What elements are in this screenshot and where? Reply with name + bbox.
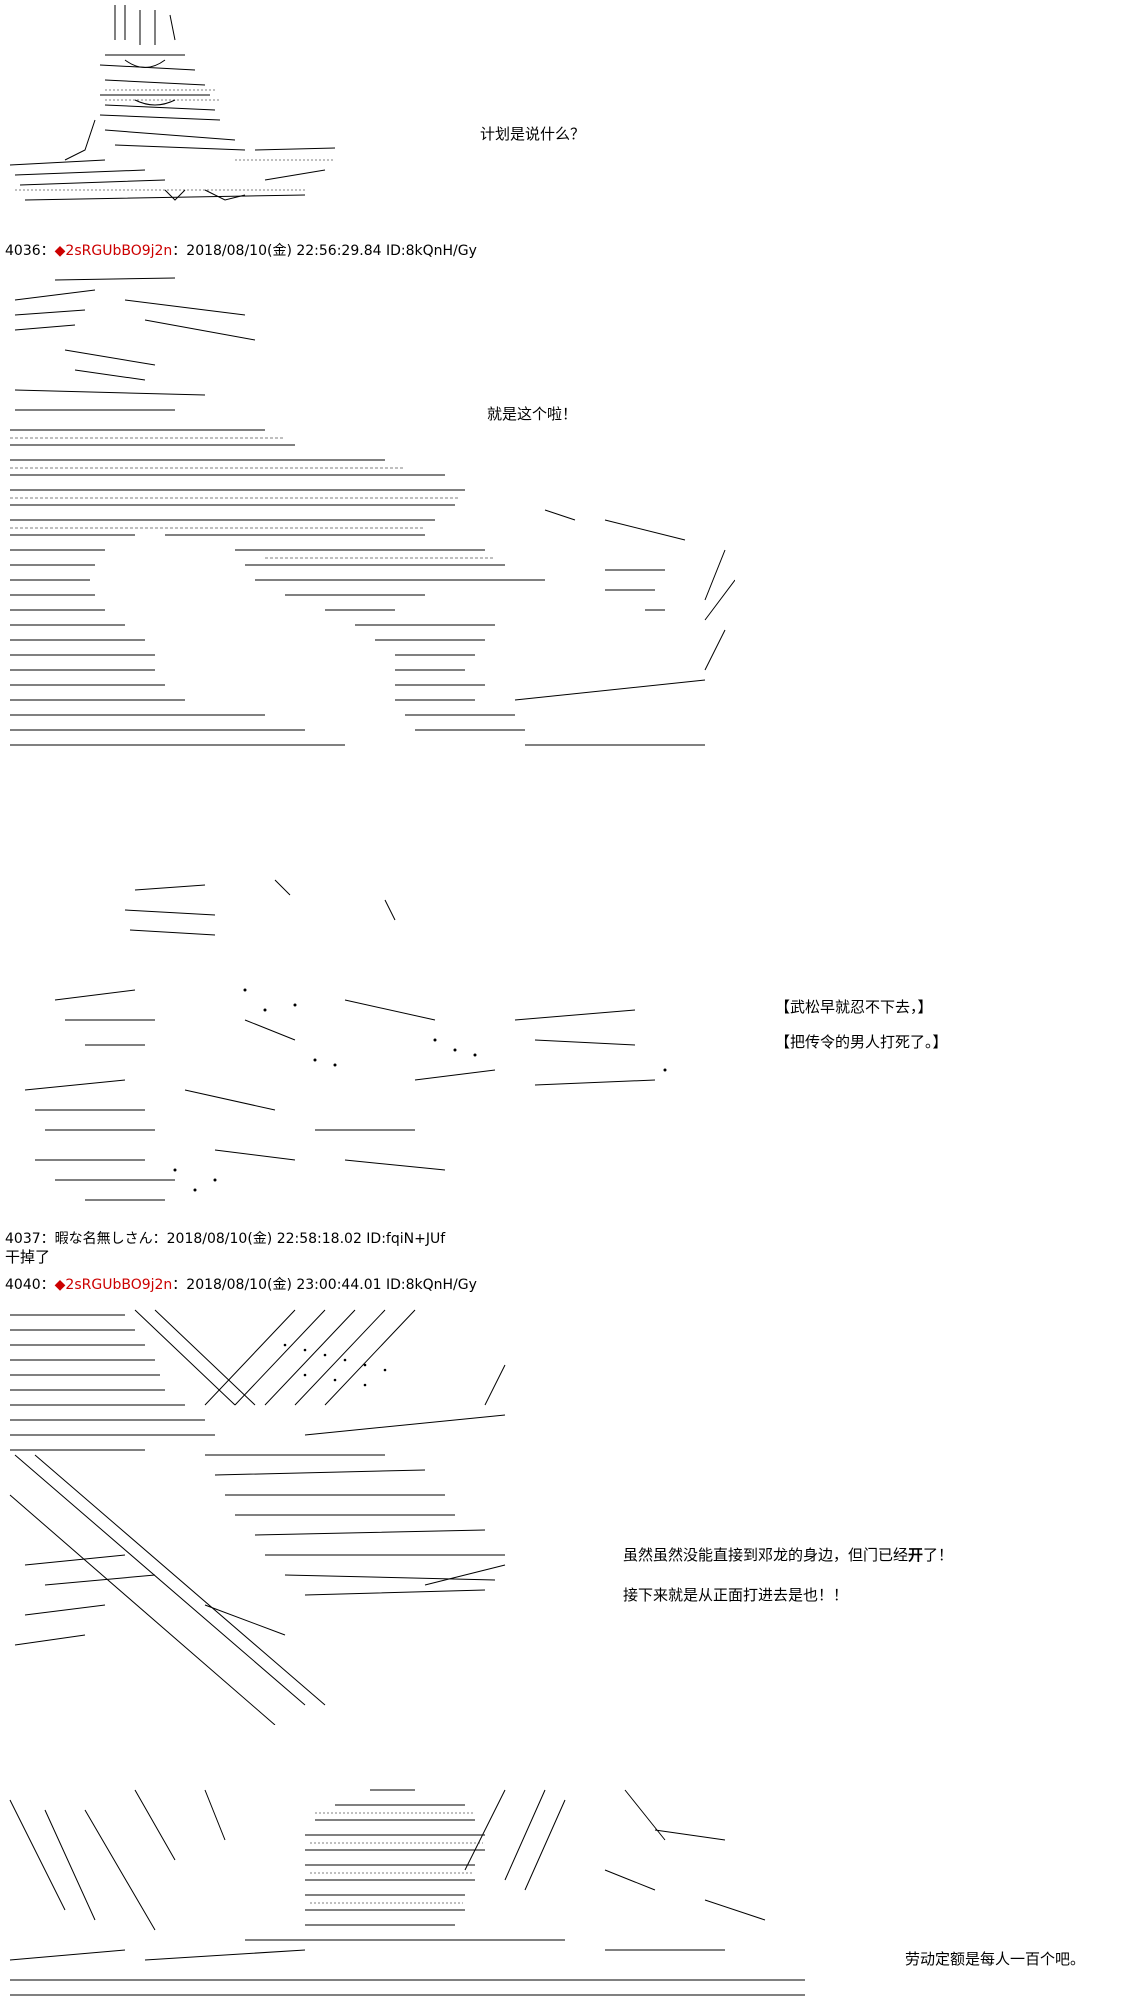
speech-killed-messenger: 【把传令的男人打死了。】	[775, 1033, 948, 1051]
post-date: ：2018/08/10(金) 23:00:44.01 ID:8kQnH/Gy	[172, 1277, 477, 1293]
speech-gate-open: 虽然虽然没能直接到邓龙的身边，但门已经开了！	[623, 1546, 953, 1565]
speech-gate-open-end: 了！	[923, 1546, 954, 1564]
speech-gate-open-emph: 开	[908, 1546, 924, 1564]
poster-name[interactable]: 2sRGUbBO9j2n	[65, 1277, 173, 1293]
speech-this-is-it: 就是这个啦！	[487, 405, 578, 423]
speech-plan-question: 计划是说什么？	[480, 125, 586, 143]
post-number: 4037	[5, 1231, 41, 1247]
post-comment-4037: 干掉了	[5, 1248, 51, 1266]
speech-charge-front: 接下来就是从正面打进去是也！！	[623, 1586, 849, 1604]
post-header-4037: 4037：暇な名無しさん：2018/08/10(金) 22:58:18.02 I…	[5, 1231, 445, 1248]
ascii-art-monk	[5, 0, 345, 215]
ascii-art-gate	[5, 1305, 525, 1725]
ascii-art-explosion	[15, 870, 695, 1210]
poster-name[interactable]: 2sRGUbBO9j2n	[65, 243, 173, 259]
post-header-4036: 4036：◆2sRGUbBO9j2n：2018/08/10(金) 22:56:2…	[5, 243, 477, 260]
trip-diamond-icon: ◆	[54, 1277, 66, 1293]
ascii-art-character	[5, 270, 735, 840]
post-header-4040: 4040：◆2sRGUbBO9j2n：2018/08/10(金) 23:00:4…	[5, 1277, 477, 1294]
post-date: ：2018/08/10(金) 22:56:29.84 ID:8kQnH/Gy	[172, 243, 477, 259]
post-date: ：2018/08/10(金) 22:58:18.02 ID:fqiN+JUf	[152, 1231, 446, 1247]
post-number: 4036	[5, 243, 41, 259]
post-number: 4040	[5, 1277, 41, 1293]
post-separator: ：	[40, 243, 55, 259]
ascii-art-fortress	[5, 1780, 820, 2000]
trip-diamond-icon: ◆	[54, 243, 66, 259]
speech-wusong-bracket: 【武松早就忍不下去，】	[775, 998, 933, 1016]
post-separator: ：	[40, 1231, 55, 1247]
speech-labor-quota: 劳动定额是每人一百个吧。	[905, 1950, 1086, 1968]
post-separator: ：	[40, 1277, 55, 1293]
poster-name[interactable]: 暇な名無しさん	[54, 1231, 153, 1247]
speech-gate-open-text: 虽然虽然没能直接到邓龙的身边，但门已经	[623, 1546, 909, 1564]
